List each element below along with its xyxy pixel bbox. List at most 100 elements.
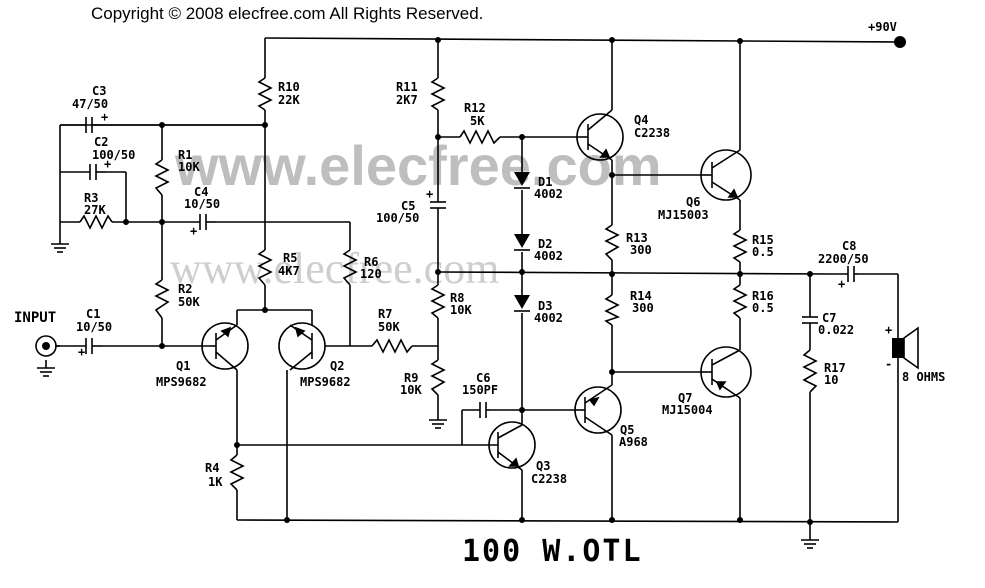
r17-value: 10 (824, 373, 838, 387)
r6-name: R6 (364, 255, 378, 269)
ground-symbols (37, 240, 819, 549)
r9-name: R9 (404, 371, 418, 385)
r2-name: R2 (178, 282, 192, 296)
d3-symbol (514, 295, 530, 312)
r17-symbol (802, 349, 818, 393)
r16-name: R16 (752, 289, 774, 303)
svg-text:+: + (426, 187, 433, 201)
r3-symbol (79, 214, 113, 230)
q2-name: Q2 (330, 359, 344, 373)
r13-name: R13 (626, 231, 648, 245)
d3-value: 4002 (534, 311, 563, 325)
r16-value: 0.5 (752, 301, 774, 315)
r15-value: 0.5 (752, 245, 774, 259)
r9-symbol (430, 359, 446, 396)
supply-label: +90V (868, 20, 897, 34)
c3-value: 47/50 (72, 97, 108, 111)
c2-value: 100/50 (92, 148, 135, 162)
r15-symbol (732, 229, 748, 263)
q3-name: Q3 (536, 459, 550, 473)
c5-value: 100/50 (376, 211, 419, 225)
c2-symbol (89, 164, 106, 180)
d1-name: D1 (538, 175, 552, 189)
transistor-symbols (201, 109, 752, 471)
c4-value: 10/50 (184, 197, 220, 211)
ground-r9 (429, 419, 447, 429)
svg-text:+: + (885, 323, 892, 337)
c4-symbol (199, 214, 216, 230)
copyright-text: Copyright © 2008 elecfree.com All Rights… (91, 4, 483, 23)
c8-value: 2200/50 (818, 252, 869, 266)
r8-name: R8 (450, 291, 464, 305)
r4-value: 1K (208, 475, 223, 489)
r4-name: R4 (205, 461, 219, 475)
q1-value: MPS9682 (156, 375, 207, 389)
speaker-label: 8 OHMS (902, 370, 945, 384)
watermark-secondary: www.elecfree.com (170, 244, 499, 293)
junction-dots (123, 36, 906, 525)
r10-symbol (257, 77, 273, 111)
r10-name: R10 (278, 80, 300, 94)
svg-text:+: + (101, 110, 108, 124)
diode-symbols (514, 172, 530, 312)
r1-symbol (154, 159, 170, 196)
capacitor-symbols (85, 117, 858, 418)
q1-symbol (201, 322, 249, 371)
watermark-main: www.elecfree.com (174, 134, 662, 197)
r14-name: R14 (630, 289, 652, 303)
resistor-symbols (79, 77, 818, 491)
d2-value: 4002 (534, 249, 563, 263)
c5-symbol (430, 190, 446, 215)
r2-symbol (154, 279, 170, 319)
q6-value: MJ15003 (658, 208, 709, 222)
q6-symbol (700, 149, 752, 201)
svg-text:+: + (190, 224, 197, 238)
r3-name: R3 (84, 191, 98, 205)
r12-symbol (459, 129, 501, 145)
r12-name: R12 (464, 101, 486, 115)
r17-name: R17 (824, 361, 846, 375)
r11-value: 2K7 (396, 93, 418, 107)
q3-value: C2238 (531, 472, 567, 486)
q2-symbol (278, 322, 350, 371)
svg-text:+: + (838, 277, 845, 291)
c8-symbol (847, 266, 858, 282)
r1-name: R1 (178, 148, 192, 162)
svg-text:+: + (104, 157, 111, 171)
c1-symbol (85, 338, 102, 354)
r9-value: 10K (400, 383, 422, 397)
r7-value: 50K (378, 320, 400, 334)
svg-text:-: - (885, 357, 892, 371)
r3-value: 27K (84, 203, 106, 217)
r14-symbol (604, 294, 621, 326)
d1-symbol (514, 172, 530, 189)
r6-symbol (342, 249, 358, 286)
ground-r3 (51, 240, 69, 253)
c1-name: C1 (86, 307, 100, 321)
c8-name: C8 (842, 239, 856, 253)
r14-value: 300 (632, 301, 654, 315)
q7-value: MJ15004 (662, 403, 713, 417)
d3-name: D3 (538, 299, 552, 313)
q5-symbol (574, 384, 622, 436)
c4-name: C4 (194, 185, 208, 199)
q4-symbol (576, 109, 624, 161)
c2-name: C2 (94, 135, 108, 149)
d2-name: D2 (538, 237, 552, 251)
q4-name: Q4 (634, 113, 648, 127)
r15-name: R15 (752, 233, 774, 247)
r7-name: R7 (378, 307, 392, 321)
d2-symbol (514, 234, 530, 251)
r11-symbol (430, 77, 446, 111)
component-labels: +90V INPUT 8 OHMS C3 47/50 C2 100/50 R3 … (14, 20, 945, 489)
c5-name: C5 (401, 199, 415, 213)
q1-name: Q1 (176, 359, 190, 373)
c7-symbol (802, 315, 818, 325)
q3-symbol (488, 421, 536, 471)
c7-name: C7 (822, 311, 836, 325)
r1-value: 10K (178, 160, 200, 174)
r2-value: 50K (178, 295, 200, 309)
svg-text:+: + (78, 345, 85, 359)
